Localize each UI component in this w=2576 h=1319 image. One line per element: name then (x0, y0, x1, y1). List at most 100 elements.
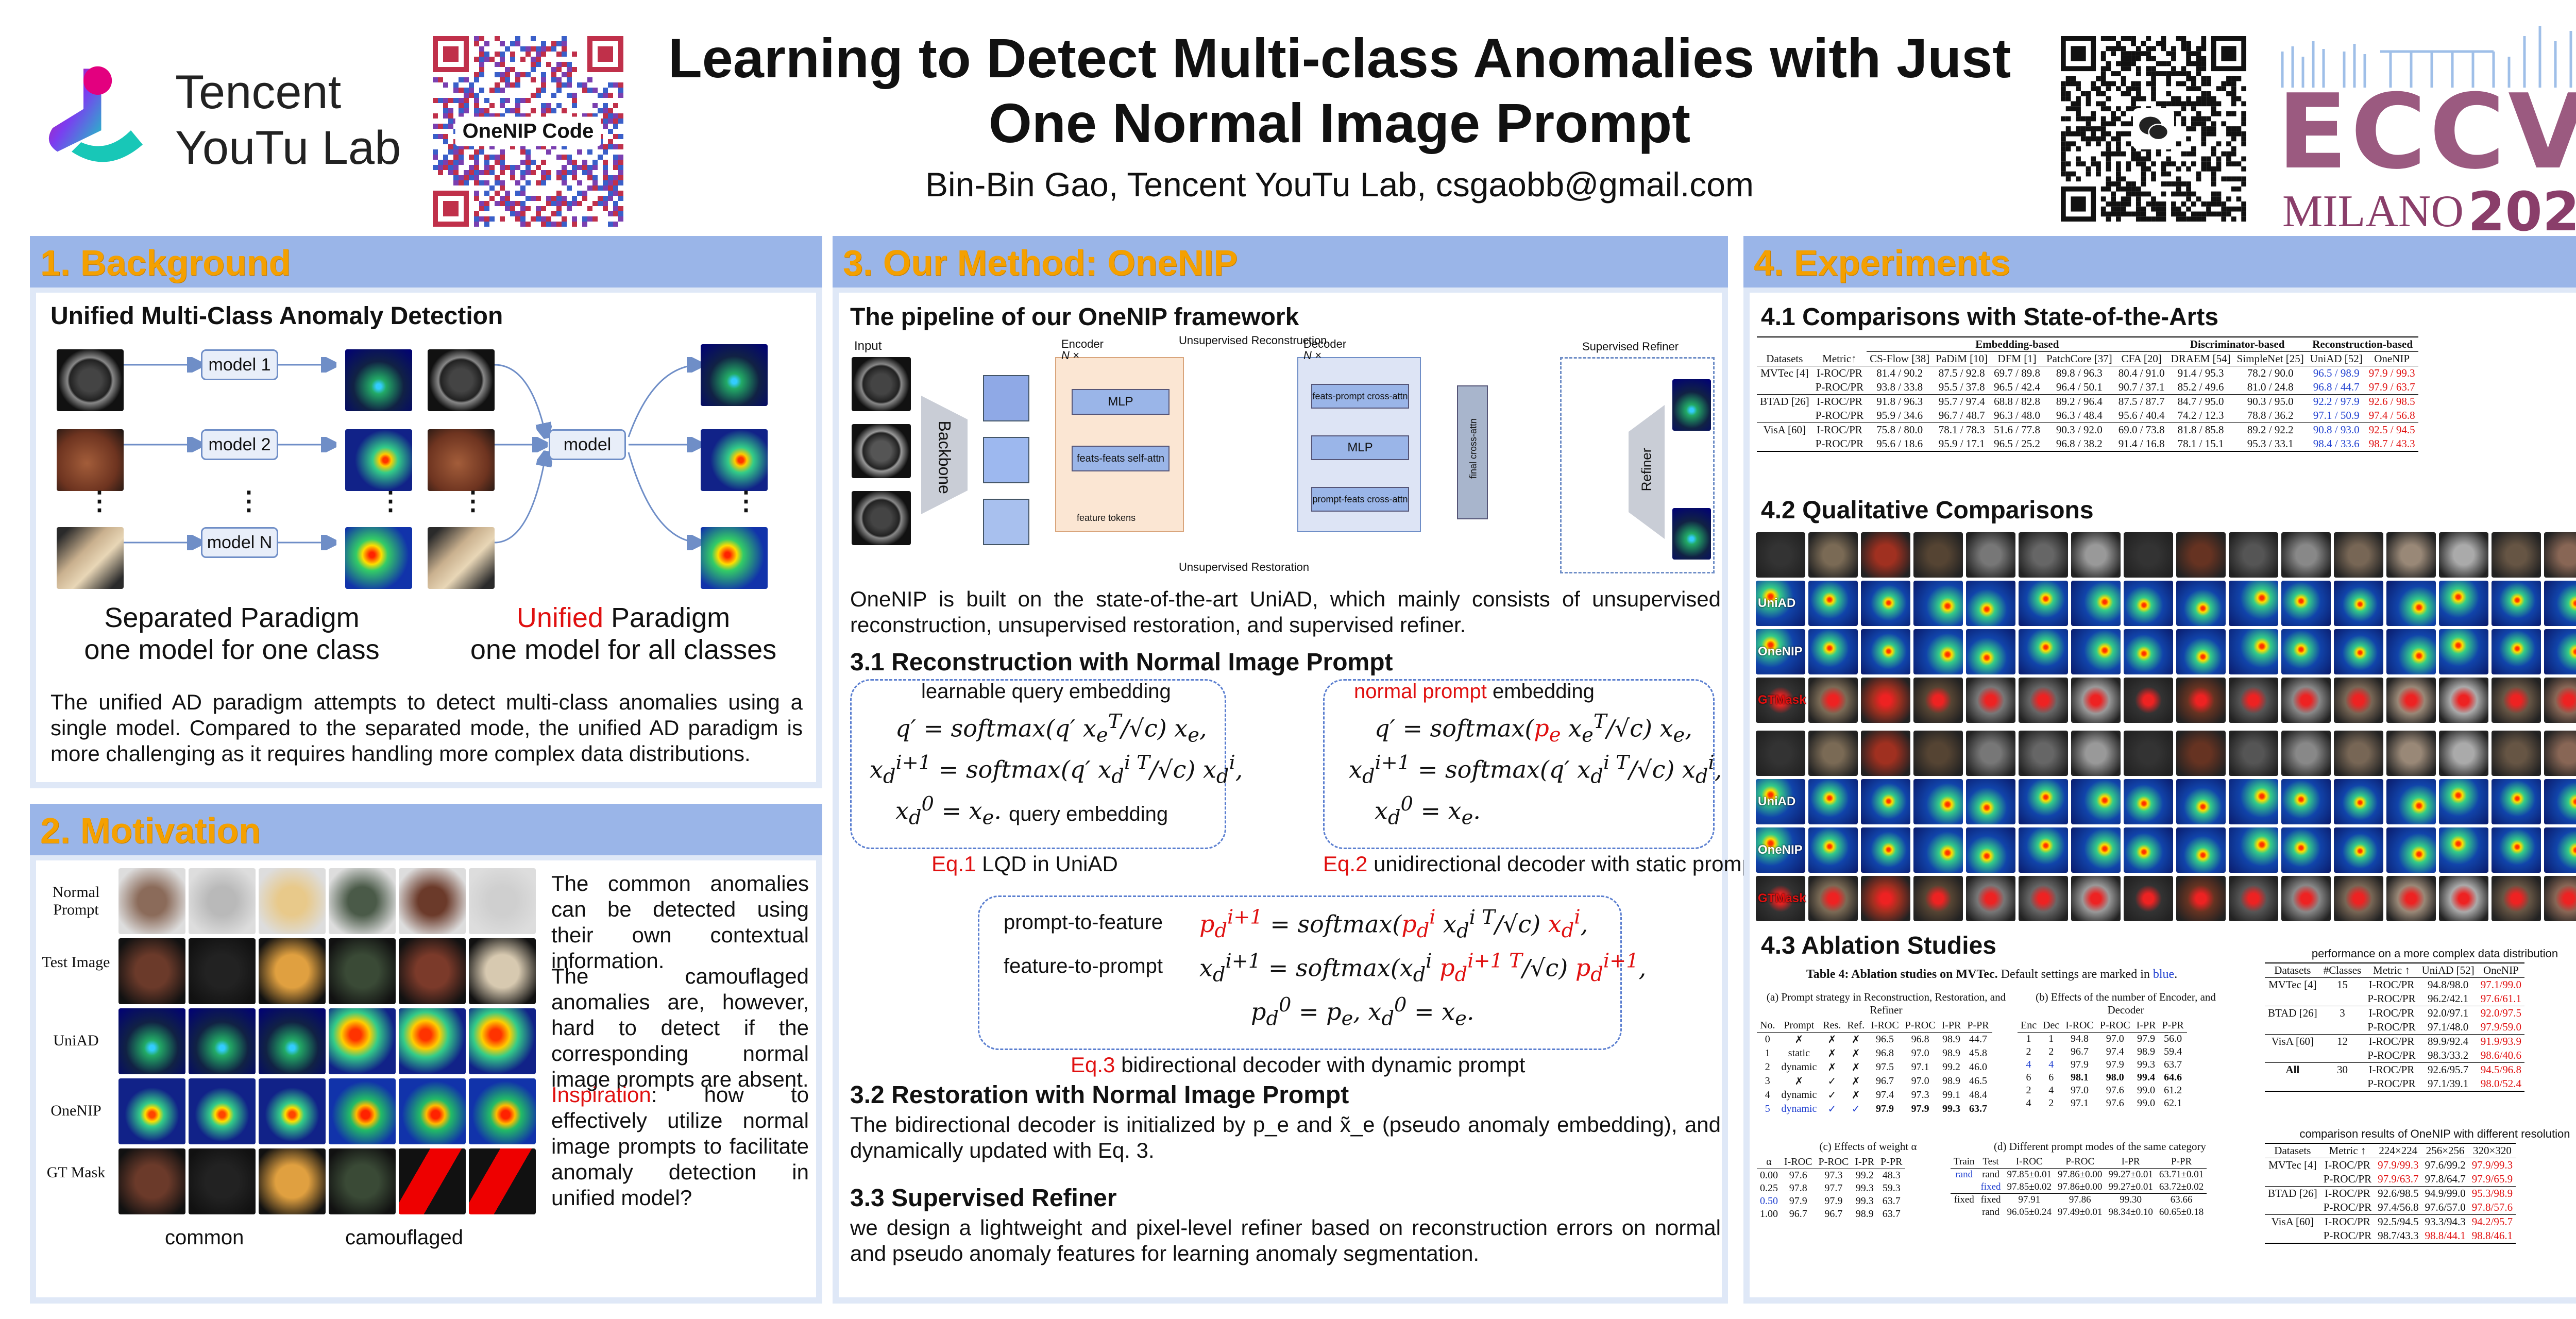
background-panel: 1. Background Unified Multi-Class Anomal… (30, 236, 822, 788)
qualitative-tile (2229, 876, 2278, 921)
table-cell: 97.0 (2106, 1033, 2124, 1044)
table-cell (2320, 1049, 2365, 1063)
table-cell: 4 (2026, 1097, 2031, 1109)
qualitative-tile (2281, 731, 2331, 776)
qualitative-tile (1966, 876, 2015, 921)
motivation-para-1: The common anomalies can be detected usi… (551, 871, 809, 973)
table-cell: 97.9/99.3 (2378, 1159, 2419, 1171)
motivation-tile (118, 1008, 185, 1074)
table-cell: I-ROC (1871, 1020, 1899, 1031)
logo-line-1: Tencent (175, 66, 342, 119)
qualitative-tile (1861, 779, 1910, 824)
table-cell: 96.5 / 25.2 (1994, 437, 2040, 450)
eq2-tag: Eq.2 (1323, 852, 1368, 876)
table-cell: Dec (2043, 1020, 2060, 1031)
qualitative-tile (2176, 629, 2226, 674)
section-3-1: 3.1 Reconstruction with Normal Image Pro… (850, 649, 1393, 676)
qualitative-tile (1913, 827, 1963, 873)
motivation-image-grid (118, 868, 541, 1219)
table-cell: 99.0 (2137, 1097, 2156, 1109)
table-cell: 97.0 (2071, 1085, 2089, 1096)
table-cell: dynamic (1781, 1089, 1817, 1101)
unified-title: Unified Paradigm (428, 602, 819, 634)
motivation-tile (118, 938, 185, 1004)
table-cell: CFA [20] (2121, 352, 2162, 365)
table-cell: 64.6 (2164, 1072, 2182, 1083)
table-cell: 96.8 (1875, 1047, 1894, 1059)
qualitative-tile (2334, 678, 2383, 723)
pipeline-title: The pipeline of our OneNIP framework (850, 303, 1299, 331)
qualitative-tile (2019, 827, 2068, 873)
table-cell: rand (1982, 1207, 1999, 1217)
motivation-tile (469, 938, 536, 1004)
input-image-2 (852, 424, 911, 478)
table-cell: 97.6/61.1 (2480, 992, 2522, 1005)
table-cell: 95.6 / 40.4 (2118, 409, 2165, 421)
feature-cube (983, 375, 1029, 421)
qualitative-row-label: OneNIP (1758, 645, 1803, 658)
table-cell: 99.2 (1942, 1061, 1960, 1073)
table-cell: 96.3 / 48.4 (2056, 409, 2103, 421)
separated-subtitle: one model for one class (84, 634, 380, 665)
qualitative-tile (2124, 678, 2173, 723)
qualitative-tile (1756, 629, 1805, 674)
table-cell: 91.4 / 16.8 (2118, 437, 2165, 450)
ablation-caption: Table 4: Ablation studies on MVTec. Defa… (1806, 968, 2178, 981)
table-cell: 256×256 (2426, 1144, 2465, 1157)
qualitative-tile (2439, 731, 2488, 776)
qualitative-tile (2439, 876, 2488, 921)
qualitative-tile (1861, 581, 1910, 626)
table-cell: 81.4 / 90.2 (1876, 367, 1923, 379)
motivation-tile (399, 938, 466, 1004)
heatmap-2 (701, 429, 768, 491)
eccv-year: 2024 (2468, 180, 2576, 243)
qualitative-tile (2019, 876, 2068, 921)
normal-prompt-rest: embedding (1486, 680, 1595, 703)
table-cell: 63.72±0.02 (2159, 1181, 2204, 1192)
table-cell: 97.8 (1789, 1182, 1807, 1194)
table-cell: 89.2 / 92.2 (2247, 424, 2294, 436)
ablation-a-title: (a) Prompt strategy in Reconstruction, R… (1766, 991, 2006, 1016)
onenip-code-qr[interactable]: OneNIP Code (433, 36, 623, 227)
table-cell: ✗ (1794, 1034, 1804, 1045)
table-cell: 2 (2026, 1085, 2031, 1096)
unsup-rest-label: Unsupervised Restoration (1179, 561, 1310, 573)
table-cell: VisA [60] (1763, 424, 1806, 436)
motivation-tile (399, 1008, 466, 1074)
motivation-tile (259, 1148, 326, 1214)
eq1-caption: Eq.1 LQD in UniAD (931, 852, 1118, 876)
table-cell: 62.1 (2164, 1097, 2182, 1109)
table-cell: UniAD [52] (2310, 352, 2363, 365)
qualitative-tile (2544, 532, 2576, 578)
qualitative-tile (1966, 779, 2015, 824)
table-cell: 60.65±0.18 (2159, 1207, 2204, 1217)
qualitative-tile (2071, 876, 2121, 921)
authors: Bin-Bin Gao, Tencent YouTu Lab, csgaobb@… (925, 165, 1754, 204)
qualitative-tile (2492, 731, 2541, 776)
wechat-qr[interactable] (2061, 36, 2246, 222)
qualitative-tile (1861, 629, 1910, 674)
qualitative-tile (1756, 779, 1805, 824)
table-cell: 94.2/95.7 (2471, 1215, 2513, 1228)
qualitative-row-label: OneNIP (1758, 843, 1803, 857)
qualitative-tile (2334, 532, 2383, 578)
supervised-refiner-box: Supervised Refiner Refiner (1560, 340, 1715, 573)
table-cell: 97.91 (2018, 1194, 2041, 1205)
table-cell: 99.3 (2137, 1059, 2156, 1070)
table-cell: 99.3 (1855, 1182, 1874, 1194)
table-cell: I-ROC/PR (1817, 395, 1862, 408)
table-cell: 56.0 (2164, 1033, 2182, 1044)
qualitative-tile (2544, 779, 2576, 824)
qualitative-tile (2386, 779, 2436, 824)
table-cell: 90.3 / 92.0 (2056, 424, 2103, 436)
motivation-panel: 2. Motivation Normal Prompt Test Image U… (30, 804, 822, 1304)
